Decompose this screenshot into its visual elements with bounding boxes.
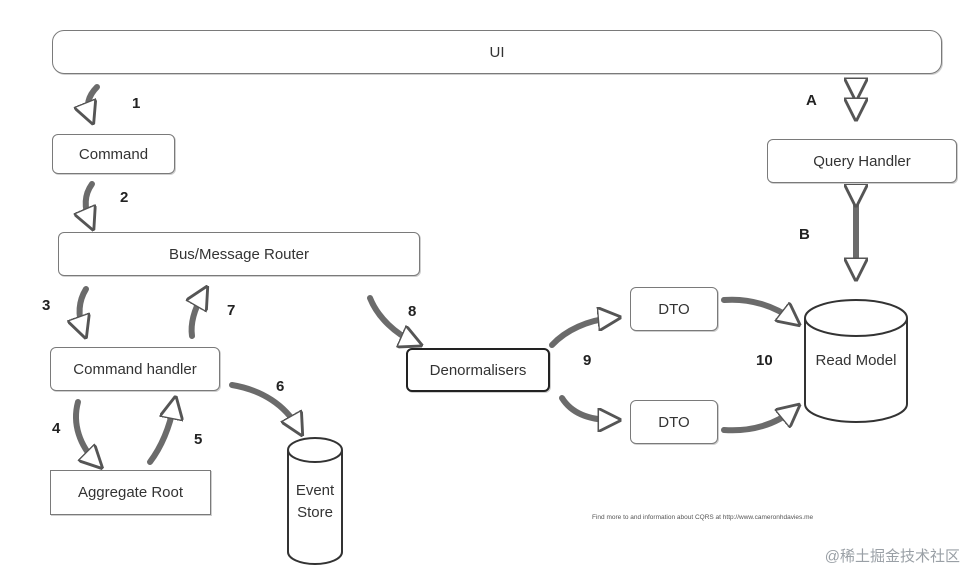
aggregate-root-box: Aggregate Root xyxy=(50,470,211,515)
step-b: B xyxy=(799,226,810,243)
step-6: 6 xyxy=(276,378,285,395)
dto-top-label: DTO xyxy=(658,300,690,318)
read-model-label: Read Model xyxy=(815,352,897,369)
step-5: 5 xyxy=(194,431,203,448)
step-2: 2 xyxy=(120,189,129,206)
flow-arrows xyxy=(73,84,793,465)
bus-message-router-label: Bus/Message Router xyxy=(168,245,310,263)
arrow-10-top xyxy=(721,296,793,320)
command-label: Command xyxy=(78,145,149,163)
footnote: Find more to and information about CQRS … xyxy=(592,514,814,521)
step-10: 10 xyxy=(756,352,773,369)
event-store-label-line2: Store xyxy=(297,504,333,521)
query-handler-label: Query Handler xyxy=(813,152,911,170)
arrow-2 xyxy=(86,181,92,222)
arrow-4 xyxy=(73,399,96,462)
ui-bar: UI xyxy=(52,30,942,74)
read-model-cylinder xyxy=(804,299,908,423)
arrow-6 xyxy=(229,382,298,428)
denormalisers-box: Denormalisers xyxy=(406,348,550,392)
dto-bottom-box: DTO xyxy=(630,400,718,444)
arrow-7 xyxy=(192,294,203,339)
watermark: @稀土掘金技术社区 xyxy=(824,548,960,565)
arrow-3 xyxy=(80,286,86,330)
ui-label: UI xyxy=(489,43,505,61)
bus-message-router-box: Bus/Message Router xyxy=(58,232,420,276)
step-3: 3 xyxy=(42,297,51,314)
aggregate-root-label: Aggregate Root xyxy=(77,484,184,501)
arrow-9-bottom xyxy=(559,395,612,420)
dto-bottom-label: DTO xyxy=(658,413,690,431)
arrow-1 xyxy=(88,84,100,116)
command-handler-box: Command handler xyxy=(50,347,220,391)
denormalisers-label: Denormalisers xyxy=(429,361,527,379)
arrow-5 xyxy=(147,405,174,465)
step-8: 8 xyxy=(408,303,417,320)
step-1: 1 xyxy=(132,95,141,112)
event-store-label-line1: Event xyxy=(295,482,335,499)
arrow-9-top xyxy=(549,318,612,348)
query-handler-box: Query Handler xyxy=(767,139,957,183)
dto-top-box: DTO xyxy=(630,287,718,331)
event-store-cylinder xyxy=(287,437,343,565)
command-handler-label: Command handler xyxy=(73,360,197,378)
event-store-label: Event Store xyxy=(288,480,342,524)
step-9: 9 xyxy=(583,352,592,369)
arrow-8 xyxy=(367,295,414,342)
step-a: A xyxy=(806,92,817,109)
step-7: 7 xyxy=(227,302,236,319)
step-4: 4 xyxy=(52,420,61,437)
command-box: Command xyxy=(52,134,175,174)
arrow-10-bottom xyxy=(721,410,793,434)
